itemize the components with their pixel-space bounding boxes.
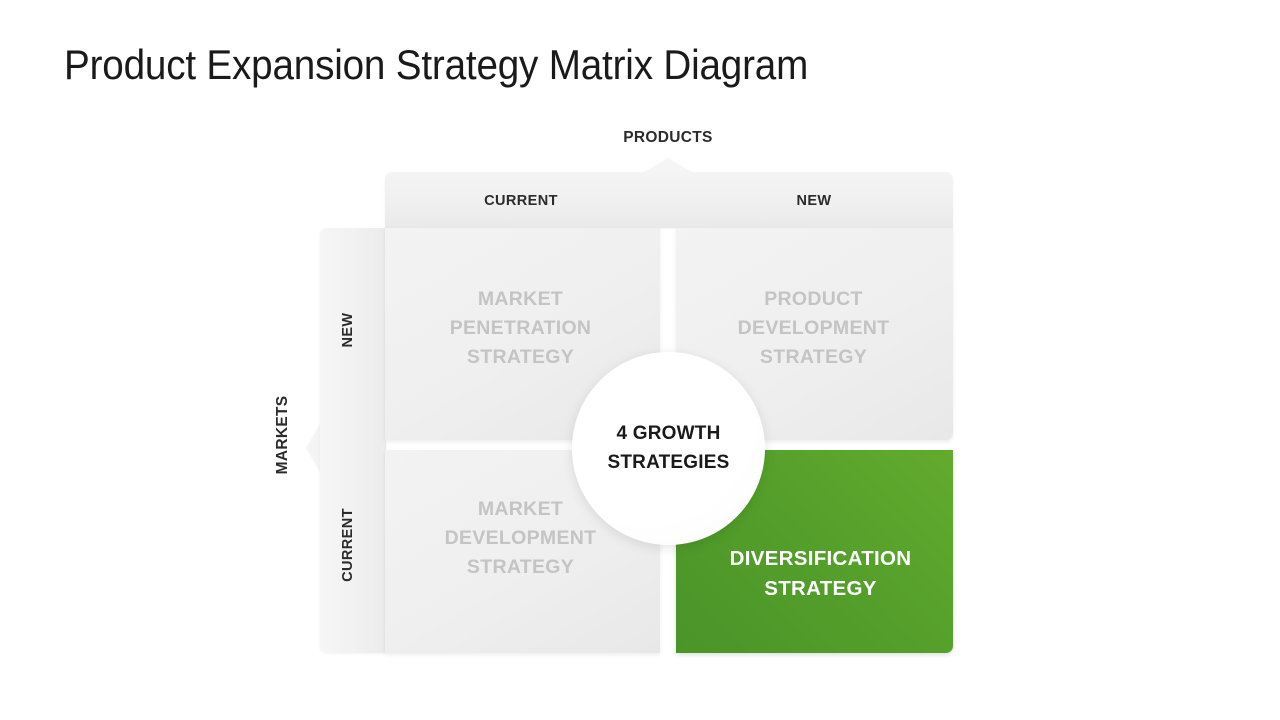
row-header-current: CURRENT xyxy=(340,508,356,582)
markets-sidebar-bar xyxy=(320,228,386,653)
quadrant-market-development-label: MARKET DEVELOPMENT STRATEGY xyxy=(444,498,597,578)
center-circle-label: 4 GROWTH STRATEGIES xyxy=(607,422,730,473)
column-header-current: CURRENT xyxy=(484,193,558,209)
quadrant-diversification-label: DIVERSIFICATION STRATEGY xyxy=(729,546,912,600)
column-header-new: NEW xyxy=(796,193,832,209)
x-axis-label-products: PRODUCTS xyxy=(623,129,713,146)
products-header-bar xyxy=(385,172,953,228)
row-header-new: NEW xyxy=(340,312,356,348)
center-circle-badge[interactable]: 4 GROWTH STRATEGIES xyxy=(572,352,765,545)
quadrant-market-penetration-label: MARKET PENETRATION STRATEGY xyxy=(449,287,592,368)
quadrant-product-development-label: PRODUCT DEVELOPMENT STRATEGY xyxy=(737,287,890,368)
page-title: Product Expansion Strategy Matrix Diagra… xyxy=(64,41,809,88)
markets-sidebar-arrow-icon xyxy=(306,422,321,474)
y-axis-label-markets: MARKETS xyxy=(274,395,291,475)
products-header-arrow-icon xyxy=(642,158,694,173)
